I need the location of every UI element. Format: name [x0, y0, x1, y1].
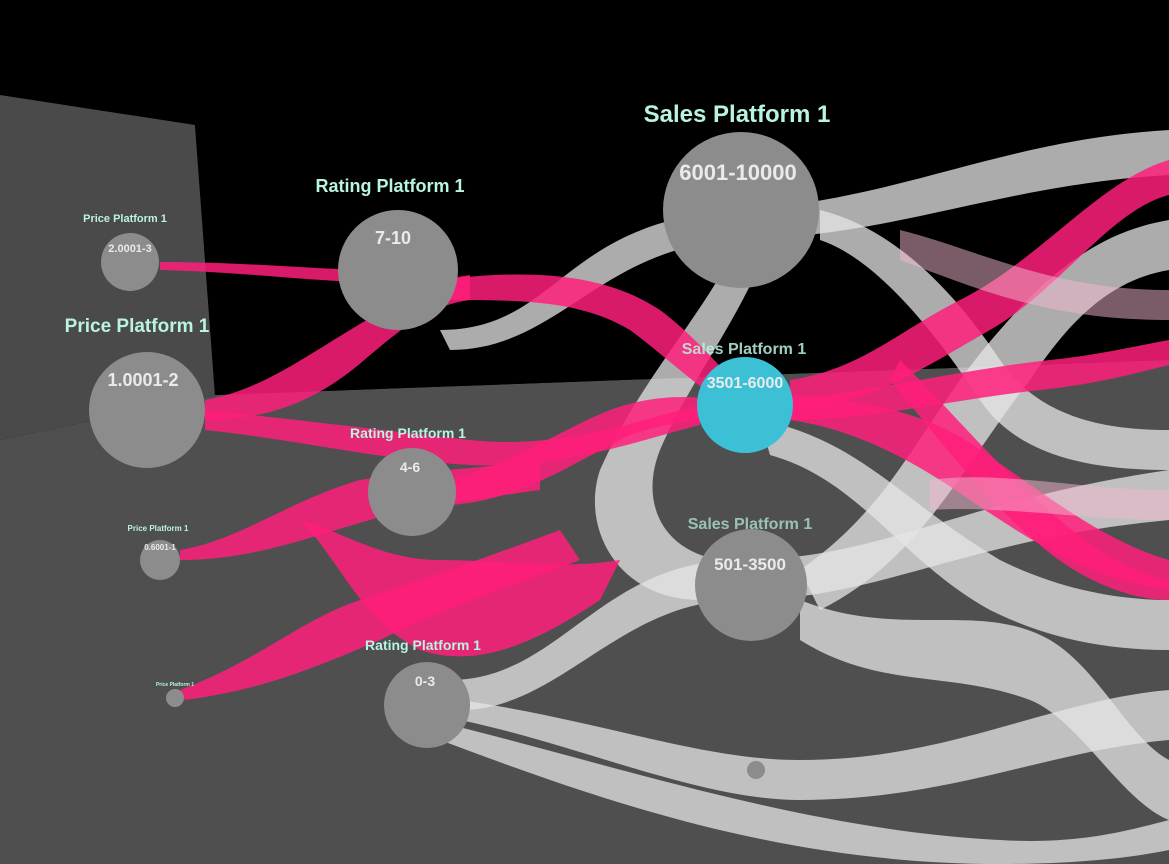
- node-sales-3[interactable]: Sales Platform 1 501-3500: [688, 516, 813, 641]
- node-title: Rating Platform 1: [350, 425, 466, 441]
- node-title: Sales Platform 1: [682, 341, 807, 358]
- flow-path: [800, 600, 1169, 820]
- node-rating-3[interactable]: Rating Platform 1 0-3: [365, 637, 481, 748]
- flow-path: [430, 720, 1169, 864]
- node-sales-1[interactable]: Sales Platform 1 6001-10000: [644, 101, 831, 288]
- flow-path: [460, 690, 1169, 800]
- node-rating-2[interactable]: Rating Platform 1 4-6: [350, 425, 466, 536]
- node-title: Sales Platform 1: [644, 101, 831, 128]
- node-price-3[interactable]: Price Platform 1 0.6001-1: [128, 524, 189, 580]
- node-value: 7-10: [375, 228, 411, 248]
- blended-flows: [900, 230, 1169, 520]
- flow-path: [594, 240, 770, 600]
- flow-path: [820, 210, 1169, 470]
- node-value: 2.0001-3: [108, 243, 151, 255]
- node-value: 0.6001-1: [144, 543, 176, 552]
- node-value: 0-3: [415, 673, 435, 689]
- node-title: Price Platform 1: [83, 213, 167, 225]
- node-title: Price Platform 1: [128, 524, 189, 533]
- node-title: Rating Platform 1: [365, 637, 481, 653]
- flow-path: [300, 520, 620, 657]
- flow-path: [160, 262, 360, 282]
- node-price-2[interactable]: Price Platform 1 1.0001-2: [65, 316, 210, 468]
- default-flows: [430, 130, 1169, 864]
- flow-path: [450, 397, 720, 505]
- node-title: Price Platform 1: [156, 682, 194, 688]
- flow-path: [790, 340, 1169, 420]
- flow-path: [890, 360, 1169, 600]
- node-title: Rating Platform 1: [315, 176, 464, 196]
- node-value: 1.0001-2: [107, 370, 178, 390]
- node-value: 3501-6000: [707, 375, 784, 392]
- node-title: Sales Platform 1: [688, 516, 813, 533]
- flow-path: [450, 470, 1169, 710]
- flow-path: [760, 420, 1169, 650]
- flow-path: [790, 160, 1169, 410]
- flow-path: [900, 230, 1169, 320]
- node-sales-2-selected[interactable]: Sales Platform 1 3501-6000: [682, 341, 807, 453]
- node-hidden[interactable]: [747, 761, 765, 779]
- node-price-1[interactable]: Price Platform 1 2.0001-3: [83, 213, 167, 291]
- node-value: 4-6: [400, 459, 420, 475]
- node-title: Price Platform 1: [65, 316, 210, 337]
- flow-path: [440, 130, 1169, 350]
- node-value: 501-3500: [714, 555, 786, 574]
- node-value: 6001-10000: [679, 160, 796, 185]
- node-price-4[interactable]: Price Platform 1: [156, 682, 194, 707]
- flow-path: [930, 477, 1169, 520]
- node-rating-1[interactable]: Rating Platform 1 7-10: [315, 176, 465, 330]
